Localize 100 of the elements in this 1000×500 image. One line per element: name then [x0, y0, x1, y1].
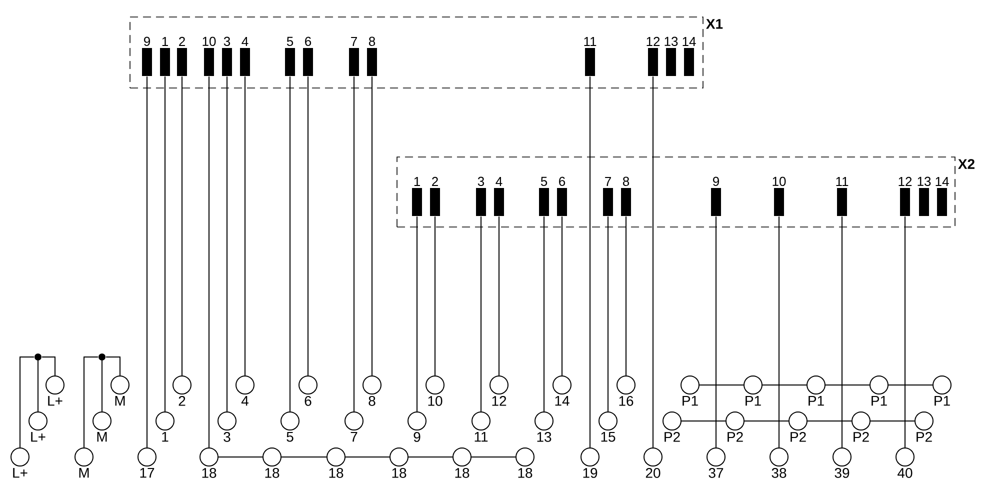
- wire: [699, 384, 744, 386]
- pin: 4: [494, 177, 504, 216]
- wire: [208, 76, 210, 448]
- node-label: 8: [368, 396, 376, 406]
- node-label: 1: [162, 432, 168, 442]
- wire: [498, 216, 500, 376]
- node-label: 2: [432, 176, 438, 186]
- pin: 10: [772, 176, 786, 216]
- node-label: 17: [140, 468, 154, 478]
- pin: 7: [349, 37, 359, 76]
- pin: 12: [898, 176, 912, 216]
- wire: [164, 76, 166, 412]
- wire: [716, 216, 717, 448]
- node-label: 1: [414, 177, 420, 186]
- node-label: 18: [455, 468, 470, 478]
- node-label: P2: [854, 432, 869, 442]
- pin: 5: [285, 36, 295, 76]
- node-label: 12: [492, 396, 506, 406]
- node-label: P1: [746, 396, 761, 406]
- pin: 6: [303, 36, 313, 76]
- node-label: M: [97, 432, 107, 442]
- node-label: 14: [682, 37, 696, 46]
- node-label: 13: [537, 432, 552, 442]
- node-label: 2: [178, 396, 186, 406]
- pin: 8: [367, 36, 377, 76]
- pin: 14: [682, 37, 696, 76]
- node-label: P1: [808, 396, 824, 406]
- node-label: 37: [708, 468, 724, 478]
- node-label: 6: [304, 396, 312, 406]
- node-label: 8: [368, 36, 376, 46]
- wire: [218, 456, 263, 458]
- node-label: 11: [474, 432, 488, 442]
- node-label: 14: [555, 396, 570, 406]
- node-label: 16: [619, 396, 634, 406]
- node-label: 4: [241, 396, 248, 406]
- node-label: 7: [605, 177, 611, 186]
- node-label: 18: [518, 468, 532, 478]
- node-label: X1: [706, 19, 723, 29]
- wire: [744, 420, 789, 422]
- wire: [681, 420, 726, 422]
- wire: [471, 456, 516, 458]
- node-label: P2: [790, 432, 806, 442]
- node-label: 3: [224, 432, 230, 442]
- wire: [146, 76, 148, 448]
- node-label: 19: [583, 468, 598, 478]
- wire: [345, 456, 390, 458]
- wire: [106, 356, 120, 376]
- node-label: 5: [286, 36, 294, 46]
- wire: [652, 76, 654, 448]
- node-label: 8: [622, 176, 630, 186]
- node-label: 18: [329, 468, 344, 478]
- pin: 13: [918, 176, 931, 216]
- node-label: L+: [48, 396, 62, 406]
- node-label: 6: [305, 36, 312, 46]
- node-label: P2: [664, 432, 680, 442]
- node-label: 7: [351, 37, 357, 46]
- node-label: 7: [350, 432, 358, 442]
- node-label: P2: [728, 432, 743, 442]
- pin: 9: [711, 176, 722, 216]
- node-label: L+: [13, 468, 28, 478]
- wire: [42, 356, 56, 376]
- pin: 11: [836, 177, 848, 216]
- pin: 10: [202, 36, 216, 76]
- pin: 12: [646, 36, 660, 76]
- node-label: 9: [414, 432, 420, 442]
- node-label: M: [79, 468, 89, 478]
- node-label: 9: [713, 176, 720, 186]
- pin: 3: [476, 176, 486, 216]
- pin: 6: [557, 176, 567, 216]
- wire: [778, 216, 780, 448]
- pin: 2: [177, 36, 187, 76]
- node-label: 14: [936, 177, 949, 186]
- node-label: 5: [286, 432, 294, 442]
- node-label: 18: [392, 468, 406, 478]
- node-label: 4: [242, 37, 248, 46]
- node-label: 13: [664, 36, 678, 46]
- node-label: 40: [898, 468, 912, 478]
- wire: [226, 76, 228, 412]
- junction-dot: [98, 354, 106, 360]
- node-label: 10: [428, 396, 442, 406]
- node-label: P1: [872, 396, 887, 406]
- wire: [84, 356, 98, 448]
- pin: 8: [621, 176, 631, 216]
- wire: [281, 456, 327, 458]
- pin: 2: [430, 176, 440, 216]
- node-label: 15: [601, 432, 616, 442]
- junction-dot: [34, 354, 42, 360]
- wire: [480, 216, 482, 412]
- node-label: 20: [646, 468, 660, 478]
- pin: 1: [412, 177, 422, 216]
- wire: [888, 384, 934, 386]
- node-label: 2: [179, 36, 185, 46]
- pin: 4: [240, 37, 250, 76]
- node-label: 11: [836, 177, 848, 186]
- pin: 5: [539, 176, 549, 216]
- node-label: 9: [144, 36, 150, 46]
- node-label: 18: [265, 468, 280, 478]
- node-label: 12: [898, 176, 912, 186]
- node-label: L+: [31, 432, 46, 442]
- wire: [904, 216, 906, 448]
